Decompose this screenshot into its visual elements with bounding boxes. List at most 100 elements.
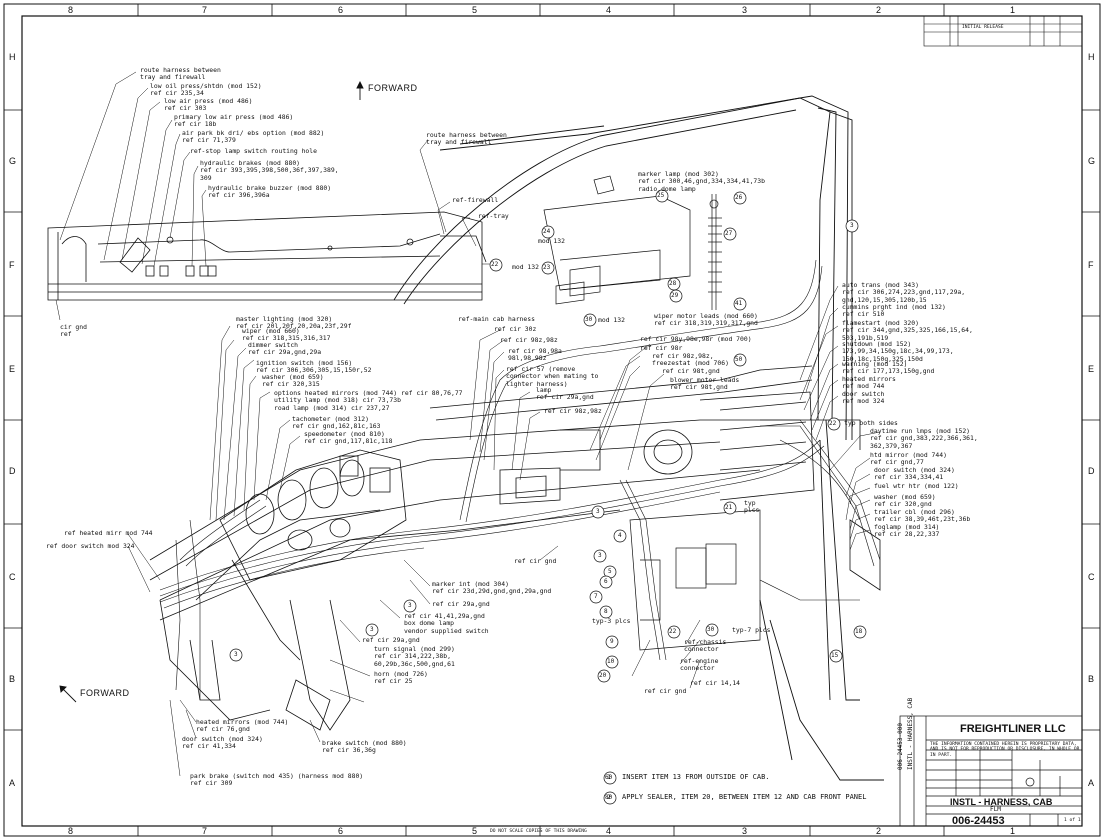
grid-row-h: H bbox=[9, 52, 16, 62]
balloon-80: 80 bbox=[605, 794, 613, 801]
grid-row-g-right: G bbox=[1088, 156, 1096, 166]
balloon-3-e: 3 bbox=[596, 508, 600, 515]
callout-box-dome-lamp: ref cir 41,41,29a,gnd box dome lamp vend… bbox=[404, 612, 489, 635]
balloon-3-b: 3 bbox=[234, 651, 238, 658]
callout-ref-cir-14: ref cir 14,14 bbox=[690, 679, 741, 687]
cab-frame bbox=[393, 95, 884, 781]
callout-fuel-wtr-htr: fuel wtr htr (mod 122) bbox=[874, 482, 959, 490]
footer-note: DO NOT SCALE COPIES OF THIS DRAWING bbox=[490, 829, 587, 834]
callout-heated-mirrors-ref: heated mirrors ref mod 744 bbox=[842, 375, 896, 391]
callout-mod-132-a: mod 132 bbox=[538, 237, 565, 245]
balloon-30: 30 bbox=[585, 316, 593, 323]
grid-col-6-bottom: 6 bbox=[338, 826, 344, 836]
callout-wiper-motor: wiper motor leads (mod 660) ref cir 318,… bbox=[654, 312, 758, 328]
callout-ref-tray: ref-tray bbox=[478, 212, 509, 220]
balloon-50: 50 bbox=[735, 356, 743, 363]
revision-block bbox=[923, 15, 1083, 47]
grid-col-4: 4 bbox=[606, 5, 612, 15]
drawing-number: 006-24453 bbox=[952, 815, 1005, 827]
company-name: FREIGHTLINER LLC bbox=[960, 723, 1066, 735]
callout-ref-cir-29a-a: ref cir 29a,gnd bbox=[432, 600, 490, 608]
callout-cir-gnd: cir gnd ref bbox=[60, 323, 87, 339]
balloon-5: 5 bbox=[608, 568, 612, 575]
callout-door-switch-ref: door switch ref mod 324 bbox=[842, 390, 885, 406]
callout-park-brake: park brake (switch mod 435) (harness mod… bbox=[190, 772, 364, 788]
callout-mod-132-c: mod 132 bbox=[598, 316, 625, 324]
callout-tachometer: tachometer (mod 312) ref cir gnd,162,81c… bbox=[292, 415, 381, 431]
balloon-20: 20 bbox=[599, 672, 607, 679]
callout-hydraulic-buzzer: hydraulic brake buzzer (mod 880) ref cir… bbox=[208, 184, 332, 200]
balloon-3-d: 3 bbox=[370, 626, 374, 633]
callout-lamp: lamp ref cir 29a,gnd bbox=[536, 386, 594, 402]
wiper-assembly bbox=[543, 175, 761, 651]
grid-row-f-right: F bbox=[1088, 260, 1094, 270]
callout-ref-cir-98-98a: ref cir 98,98a 98l,98,98z bbox=[508, 347, 562, 363]
balloon-41: 41 bbox=[735, 300, 743, 307]
callout-options: options heated mirrors (mod 744) ref cir… bbox=[274, 389, 463, 412]
grid-row-e: E bbox=[9, 364, 16, 374]
balloon-6: 6 bbox=[604, 578, 608, 585]
grid-row-c: C bbox=[9, 572, 16, 582]
callout-ref-cir-98z-a: ref cir 98z,98z bbox=[500, 336, 558, 344]
callout-auto-trans: auto trans (mod 343) ref cir 306,274,223… bbox=[842, 281, 966, 304]
callout-flamestart: flamestart (mod 320) ref cir 344,gnd,325… bbox=[842, 319, 973, 342]
callout-mod-132-b: mod 132 bbox=[512, 263, 539, 271]
callout-typ-both-sides: typ both sides bbox=[844, 419, 898, 427]
callout-freezestat: ref cir 98z,98z, freezestat (mod 706) bbox=[652, 352, 729, 368]
callout-ref-cir-gnd-mid: ref cir gnd bbox=[514, 557, 557, 565]
grid-row-d-right: D bbox=[1088, 466, 1095, 476]
balloon-7: 7 bbox=[594, 593, 598, 600]
callout-ref-chassis: ref-chassis connector bbox=[684, 638, 727, 654]
callout-ref-cir-29a-b: ref cir 29a,gnd bbox=[362, 636, 420, 644]
callout-htd-mirror: htd mirror (mod 744) ref cir gnd,77 bbox=[870, 451, 947, 467]
callout-ref-door-switch: ref door switch mod 324 bbox=[46, 542, 135, 550]
callout-ref-cir-98z-b: ref cir 98z,98z bbox=[544, 407, 602, 415]
callout-main-cab-harness: ref-main cab harness bbox=[458, 315, 535, 323]
balloon-22-top: 22 bbox=[491, 261, 499, 268]
grid-row-c-right: C bbox=[1088, 572, 1095, 582]
callout-speedometer: speedometer (mod 810) ref cir gnd,117,81… bbox=[304, 430, 393, 446]
drawing-title: INSTL - HARNESS, CAB bbox=[950, 797, 1053, 807]
callout-heated-mirrors: heated mirrors (mod 744) ref cir 76,gnd bbox=[196, 718, 289, 734]
callout-washer-right: washer (mod 659) ref cir 320,gnd bbox=[874, 493, 936, 509]
callout-ref-heated-mirr: ref heated mirr mod 744 bbox=[64, 529, 153, 537]
callout-dimmer-switch: dimmer switch ref cir 29a,gnd,29a bbox=[248, 341, 322, 357]
callout-ref-cir-gnd-bottom: ref cir gnd bbox=[644, 687, 687, 695]
grid-col-1-bottom: 1 bbox=[1010, 826, 1016, 836]
callout-blower-motor: blower motor leads ref cir 98t,gnd bbox=[670, 376, 740, 392]
balloon-30-bottom: 30 bbox=[707, 626, 715, 633]
callout-ref-cir-98t: ref cir 98t,gnd bbox=[662, 367, 720, 375]
note-number-2: 2 bbox=[607, 793, 611, 801]
callout-air-park: air park bk dri/ ebs option (mod 882) re… bbox=[182, 129, 325, 145]
grid-row-e-right: E bbox=[1088, 364, 1095, 374]
callout-low-air-press: low air press (mod 486) ref cir 303 bbox=[164, 97, 253, 113]
callout-marker-lamp: marker lamp (mod 302) ref cir 300,46,gnd… bbox=[638, 170, 765, 193]
grid-col-5-bottom: 5 bbox=[472, 826, 478, 836]
grid-row-d: D bbox=[9, 466, 16, 476]
balloon-9: 9 bbox=[610, 638, 614, 645]
grid-row-g: G bbox=[9, 156, 17, 166]
balloon-18: 18 bbox=[855, 628, 863, 635]
side-drawing-number: 006-24453-000 bbox=[897, 723, 904, 770]
callout-typ-plcs: typ plcs bbox=[744, 499, 760, 515]
balloon-23: 23 bbox=[543, 264, 551, 271]
balloon-3-f: 3 bbox=[598, 552, 602, 559]
grid-col-2-bottom: 2 bbox=[876, 826, 882, 836]
callout-door-switch: door switch (mod 324) ref cir 334,334,41 bbox=[874, 466, 955, 482]
callout-brake-switch: brake switch (mod 880) ref cir 36,36g bbox=[322, 739, 407, 755]
callout-daytime-run: daytime run lmps (mod 152) ref cir gnd,3… bbox=[870, 427, 978, 450]
balloon-10: 10 bbox=[607, 658, 615, 665]
callout-ref-cir-57: ref cir 57 (remove connector when mating… bbox=[506, 365, 599, 388]
grid-col-7-bottom: 7 bbox=[202, 826, 208, 836]
balloon-27: 27 bbox=[725, 230, 733, 237]
grid-col-4-bottom: 4 bbox=[606, 826, 612, 836]
note-2: APPLY SEALER, ITEM 20, BETWEEN ITEM 12 A… bbox=[622, 793, 867, 801]
callout-ignition-switch: ignition switch (mod 156) ref cir 306,30… bbox=[256, 359, 372, 375]
callout-horn: horn (mod 726) ref cir 25 bbox=[374, 670, 428, 686]
callout-ref-cir-98r: ref cir 98r bbox=[640, 344, 683, 352]
callout-ref-firewall: ref-firewall bbox=[452, 196, 499, 204]
balloon-26: 26 bbox=[735, 194, 743, 201]
grid-ticks bbox=[4, 4, 1100, 836]
callout-typ-7-plcs: typ-7 plcs bbox=[732, 626, 771, 634]
